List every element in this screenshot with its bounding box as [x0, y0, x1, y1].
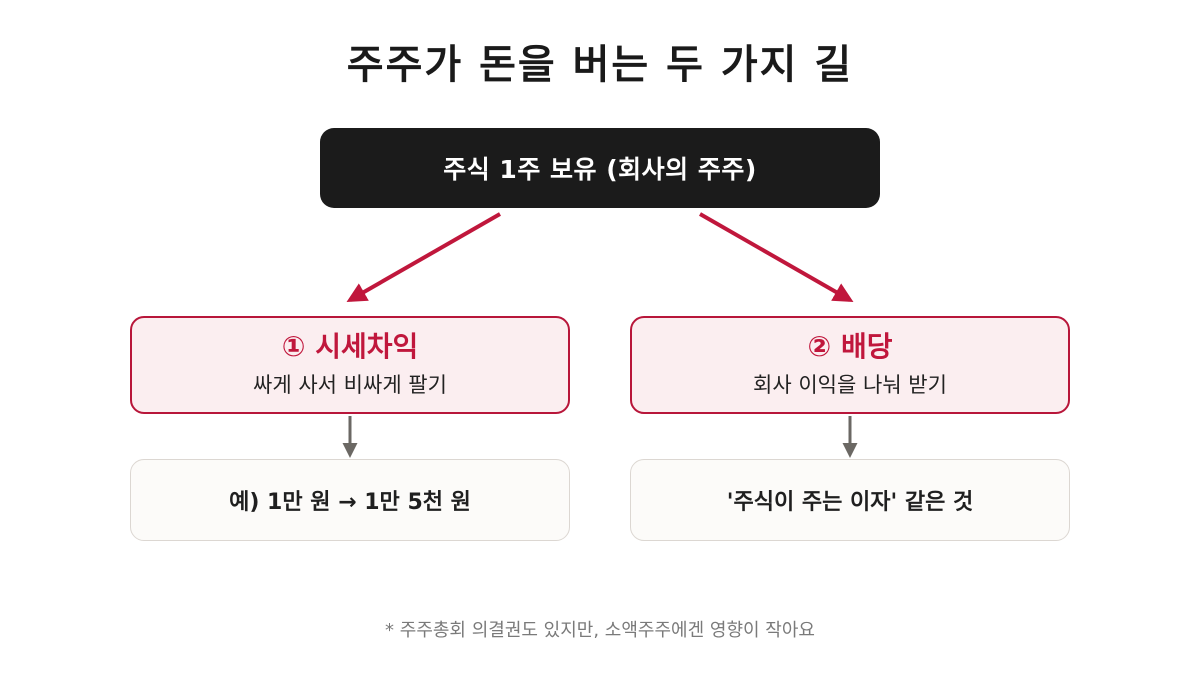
diagram-title: 주주가 돈을 버는 두 가지 길: [346, 42, 854, 88]
root-node: 주식 1주 보유 (회사의 주주): [320, 128, 880, 208]
branch-description: 싸게 사서 비싸게 팔기: [253, 373, 447, 397]
branch-title: ① 시세차익: [281, 330, 419, 363]
example-text: '주식이 주는 이자' 같은 것: [726, 490, 974, 515]
example-node-capital-gain: 예) 1만 원 → 1만 5천 원: [130, 459, 570, 541]
root-node-label: 주식 1주 보유 (회사의 주주): [443, 155, 757, 184]
branch-node-dividend: ② 배당 회사 이익을 나눠 받기: [630, 316, 1070, 414]
example-text: 예) 1만 원 → 1만 5천 원: [229, 490, 471, 515]
branch-description: 회사 이익을 나눠 받기: [753, 373, 947, 397]
arrow-root-to-right: [699, 212, 854, 302]
branch-node-capital-gain: ① 시세차익 싸게 사서 비싸게 팔기: [130, 316, 570, 414]
branch-title: ② 배당: [807, 330, 893, 363]
footnote: * 주주총회 의결권도 있지만, 소액주주에겐 영향이 작아요: [385, 620, 815, 641]
example-node-dividend: '주식이 주는 이자' 같은 것: [630, 459, 1070, 541]
arrow-root-to-left: [346, 212, 501, 302]
